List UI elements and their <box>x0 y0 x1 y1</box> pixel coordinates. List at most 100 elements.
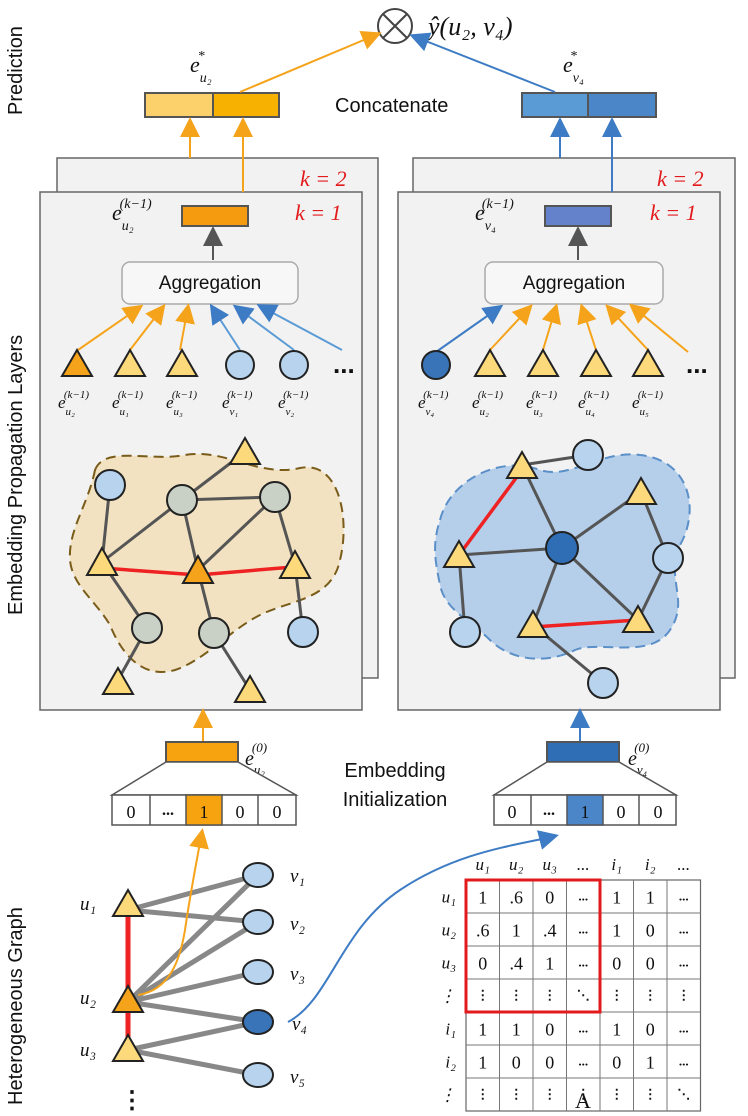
matrix-cell: ... <box>578 1054 588 1069</box>
left-k1-label: k = 1 <box>295 200 342 225</box>
matrix-cell: ⋱ <box>577 988 590 1003</box>
right-neighbor-v4 <box>421 350 451 380</box>
matrix-col-header: i₂ <box>645 855 656 874</box>
matrix-cell: 1 <box>612 888 621 908</box>
bipartite-graph <box>111 828 559 1088</box>
matrix-row-header: u₁ <box>442 888 456 907</box>
svg-text:u₃: u₃ <box>80 1040 96 1061</box>
side-label-propagation: Embedding Propagation Layers <box>5 335 27 615</box>
matrix-cell: ⋮ <box>677 988 690 1003</box>
bipartite-labels: u₁ u₂ u₃ v₁ v₂ v₃ v₄ v₅ <box>80 866 307 1088</box>
svg-text:eu₃(k−1): eu₃(k−1) <box>526 389 557 418</box>
right-neighbor-u4 <box>579 347 613 377</box>
graph-more-users: ⋮ <box>120 1087 144 1114</box>
matrix-cell: 1 <box>612 921 621 941</box>
matrix-cell: 1 <box>478 1020 487 1040</box>
svg-text:...: ... <box>543 802 555 819</box>
matrix-cell: 0 <box>612 1053 621 1073</box>
matrix-cell: ... <box>578 1021 588 1036</box>
item-init-embedding <box>546 741 620 763</box>
right-aggregation-box <box>484 261 664 305</box>
left-neighbor-u3 <box>165 347 199 377</box>
right-neighbor-labels: ev₄(k−1) eu₂(k−1) eu₃(k−1) eu₄(k−1) eu₅(… <box>418 389 663 418</box>
matrix-cell: 0 <box>545 888 554 908</box>
left-subgraph <box>68 435 345 703</box>
svg-text:1: 1 <box>200 802 209 822</box>
prediction-operator <box>377 8 413 44</box>
matrix-cell: ⋮ <box>610 1087 623 1102</box>
svg-text:u₂: u₂ <box>80 988 97 1009</box>
side-label-graph: Heterogeneous Graph <box>5 907 27 1105</box>
matrix-cell: ... <box>578 922 588 937</box>
svg-text:ev₂(k−1): ev₂(k−1) <box>278 389 309 418</box>
matrix-cell: ⋮ <box>510 1087 523 1102</box>
matrix-cell: ... <box>679 1054 689 1069</box>
matrix-cell: ⋮ <box>476 988 489 1003</box>
matrix-cell: .6 <box>510 888 524 908</box>
matrix-col-header: i₁ <box>611 855 622 874</box>
init-title-line2: Initialization <box>343 789 448 811</box>
svg-text:v₁: v₁ <box>290 866 305 887</box>
matrix-cell: ⋮ <box>510 988 523 1003</box>
matrix-cell: ... <box>679 1021 689 1036</box>
right-k2-label: k = 2 <box>657 166 704 191</box>
left-neighbor-v1 <box>225 350 255 380</box>
side-label-prediction: Prediction <box>5 26 27 115</box>
final-item-embedding <box>521 92 657 118</box>
matrix-cell: ⋮ <box>577 1087 590 1102</box>
left-layer-embedding <box>181 205 249 227</box>
matrix-cell: ⋮ <box>476 1087 489 1102</box>
matrix-caption: A <box>575 1088 591 1113</box>
matrix-cell: 1 <box>545 954 554 974</box>
matrix-col-header: ... <box>577 855 590 874</box>
matrix-row-header: u₃ <box>442 954 457 973</box>
user-block-highlight <box>464 878 602 1014</box>
svg-text:u₁: u₁ <box>80 894 96 915</box>
left-neighbor-u1 <box>113 347 147 377</box>
right-layer-embedding-label: ev₄(k−1) <box>475 197 514 234</box>
matrix-cell: ... <box>679 889 689 904</box>
svg-text:ev₁(k−1): ev₁(k−1) <box>222 389 253 418</box>
init-title-line1: Embedding <box>344 760 445 782</box>
matrix-cell: ... <box>578 955 588 970</box>
final-item-label: ev₄* <box>563 49 584 86</box>
matrix-cell: 0 <box>646 921 655 941</box>
left-neighbor-labels: eu₂(k−1) eu₁(k−1) eu₃(k−1) ev₁(k−1) ev₂(… <box>58 389 309 418</box>
svg-text:1: 1 <box>581 802 590 822</box>
final-user-embedding <box>144 92 280 118</box>
right-k1-label: k = 1 <box>650 200 697 225</box>
svg-text:v₃: v₃ <box>290 964 305 985</box>
left-neighbor-u2 <box>60 347 94 377</box>
matrix-row-header: ⋮ <box>439 987 456 1006</box>
matrix-row-header: i₁ <box>445 1020 456 1039</box>
svg-text:eu₂(k−1): eu₂(k−1) <box>472 389 503 418</box>
matrix-col-header: u₃ <box>543 855 558 874</box>
item-init-label: ev₄(0) <box>628 740 649 777</box>
svg-text:eu₄(k−1): eu₄(k−1) <box>578 389 609 418</box>
matrix-cell: ... <box>578 889 588 904</box>
matrix-cell: ⋮ <box>543 988 556 1003</box>
matrix-cell: 0 <box>612 954 621 974</box>
left-aggregation-label: Aggregation <box>159 273 261 294</box>
user-init-label: eu₂(0) <box>245 740 267 777</box>
svg-text:ev₄(k−1): ev₄(k−1) <box>418 389 449 418</box>
prediction-output: ŷ(u₂, v₄) <box>425 12 512 41</box>
right-neighbor-u3 <box>526 347 560 377</box>
svg-text:eu₃(k−1): eu₃(k−1) <box>166 389 197 418</box>
matrix-cell: .4 <box>543 921 557 941</box>
svg-text:v₄: v₄ <box>292 1014 307 1035</box>
right-aggregation-label: Aggregation <box>523 273 625 294</box>
user-onehot-vector: 0 ... 1 0 0 <box>111 794 297 826</box>
right-neighbor-ellipsis: ... <box>686 349 708 379</box>
user-init-embedding <box>165 741 239 763</box>
matrix-cell: 0 <box>545 1020 554 1040</box>
matrix-cell: 1 <box>612 1020 621 1040</box>
svg-text:0: 0 <box>508 802 517 822</box>
right-neighbor-u5 <box>631 347 665 377</box>
matrix-cell: ⋮ <box>543 1087 556 1102</box>
matrix-row-header: u₂ <box>442 921 457 940</box>
svg-text:...: ... <box>162 802 174 819</box>
matrix-cell: ⋮ <box>644 988 657 1003</box>
matrix-col-header: ... <box>677 855 690 874</box>
